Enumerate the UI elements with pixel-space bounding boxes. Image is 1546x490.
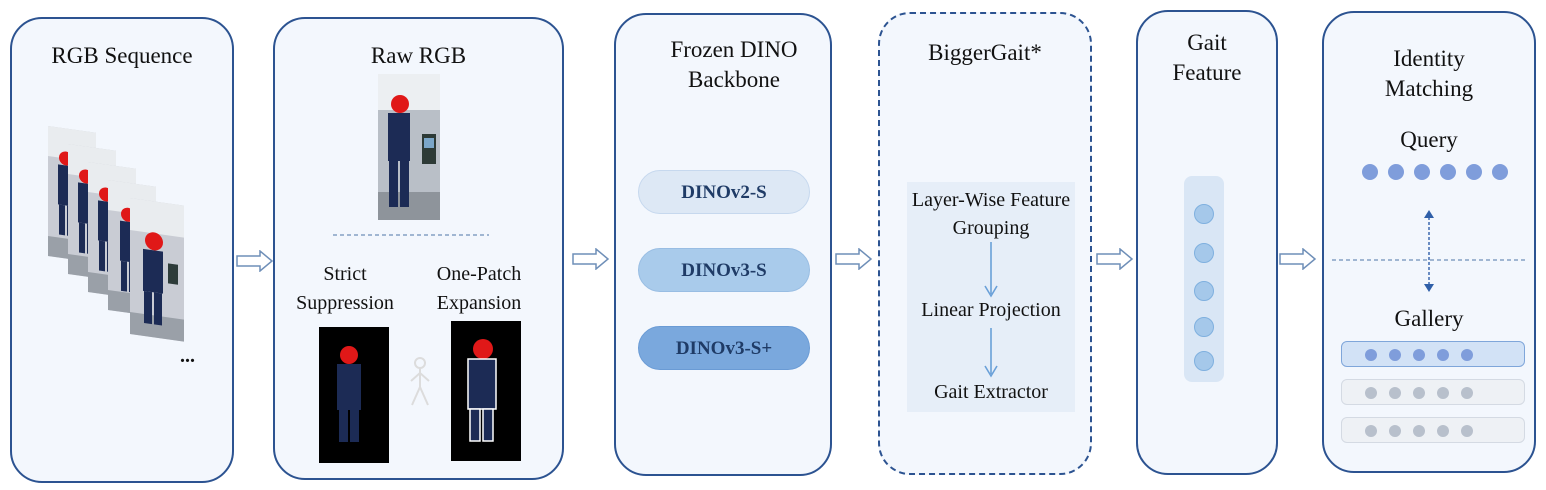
gait-feature-panel: Gait Feature	[1136, 10, 1278, 475]
one-patch-expansion-image	[451, 321, 521, 461]
gallery-dot	[1437, 425, 1449, 437]
gait-extractor-step: Gait Extractor	[934, 381, 1048, 403]
gallery-label: Gallery	[1394, 306, 1464, 331]
matching-divider	[1332, 259, 1528, 261]
query-dot	[1362, 164, 1378, 180]
gallery-dot	[1413, 425, 1425, 437]
frame-stack-figure	[48, 125, 184, 342]
dino-v3-s-option: DINOv3-S	[638, 248, 810, 292]
gallery-dot	[1461, 387, 1473, 399]
panel-title: Identity Matching	[1384, 46, 1474, 101]
query-dot	[1388, 164, 1404, 180]
panel-title: Gait Feature	[1172, 30, 1242, 85]
gallery-row	[1341, 379, 1525, 405]
person-figure-icon	[410, 357, 430, 406]
gallery-dot	[1461, 349, 1473, 361]
hollow-right-arrow-icon	[572, 248, 610, 270]
gallery-dot	[1389, 349, 1401, 361]
gallery-dot	[1461, 425, 1473, 437]
feature-element	[1194, 317, 1214, 337]
raw-rgb-image	[378, 74, 440, 220]
frozen-dino-panel: Frozen DINO Backbone DINOv2-S DINOv3-S D…	[614, 13, 832, 476]
hollow-right-arrow-icon	[236, 250, 274, 272]
gallery-row	[1341, 417, 1525, 443]
sequence-ellipsis: ...	[180, 345, 195, 367]
rgb-sequence-panel: RGB Sequence	[10, 17, 234, 483]
query-dot	[1492, 164, 1508, 180]
feature-element	[1194, 281, 1214, 301]
panel-title: Raw RGB	[370, 43, 467, 68]
biggergait-panel: BiggerGait* Layer-Wise Feature Grouping …	[878, 12, 1092, 475]
raw-rgb-panel: Raw RGB Strict Suppression One-Patch Exp…	[273, 17, 564, 480]
gallery-dot	[1437, 349, 1449, 361]
hollow-right-arrow-icon	[1279, 248, 1317, 270]
pipeline-box: Layer-Wise Feature Grouping Linear Proje…	[907, 182, 1075, 412]
gallery-dot	[1413, 387, 1425, 399]
linear-projection-step: Linear Projection	[921, 299, 1061, 321]
dino-v2-s-option: DINOv2-S	[638, 170, 810, 214]
query-dot	[1466, 164, 1482, 180]
double-arrow-icon	[1424, 210, 1434, 292]
dino-v3-s-plus-option: DINOv3-S+	[638, 326, 810, 370]
gallery-dot	[1365, 349, 1377, 361]
gallery-row	[1341, 341, 1525, 367]
feature-vector	[1184, 176, 1224, 382]
identity-matching-panel: Identity Matching Query Gallery	[1322, 11, 1536, 473]
one-patch-expansion-label: One-Patch Expansion	[436, 263, 522, 314]
strict-suppression-label: Strict Suppression	[296, 263, 394, 314]
gallery-dot	[1437, 387, 1449, 399]
feature-element	[1194, 204, 1214, 224]
query-label: Query	[1400, 127, 1458, 152]
panel-title: BiggerGait*	[928, 40, 1042, 65]
hollow-right-arrow-icon	[1096, 248, 1134, 270]
gallery-dot	[1389, 425, 1401, 437]
separator-line	[333, 234, 489, 236]
panel-title: RGB Sequence	[51, 43, 193, 68]
panel-title: Frozen DINO Backbone	[670, 37, 798, 92]
layer-wise-feature-grouping-step: Layer-Wise Feature Grouping	[911, 189, 1071, 239]
query-dot	[1414, 164, 1430, 180]
feature-element	[1194, 243, 1214, 263]
gallery-dot	[1389, 387, 1401, 399]
down-arrow-icon	[984, 328, 998, 378]
hollow-right-arrow-icon	[835, 248, 873, 270]
gallery-dot	[1365, 387, 1377, 399]
query-dot	[1440, 164, 1456, 180]
gallery-dot	[1413, 349, 1425, 361]
down-arrow-icon	[984, 242, 998, 298]
gallery-dot	[1365, 425, 1377, 437]
strict-suppression-image	[319, 327, 389, 463]
feature-element	[1194, 351, 1214, 371]
